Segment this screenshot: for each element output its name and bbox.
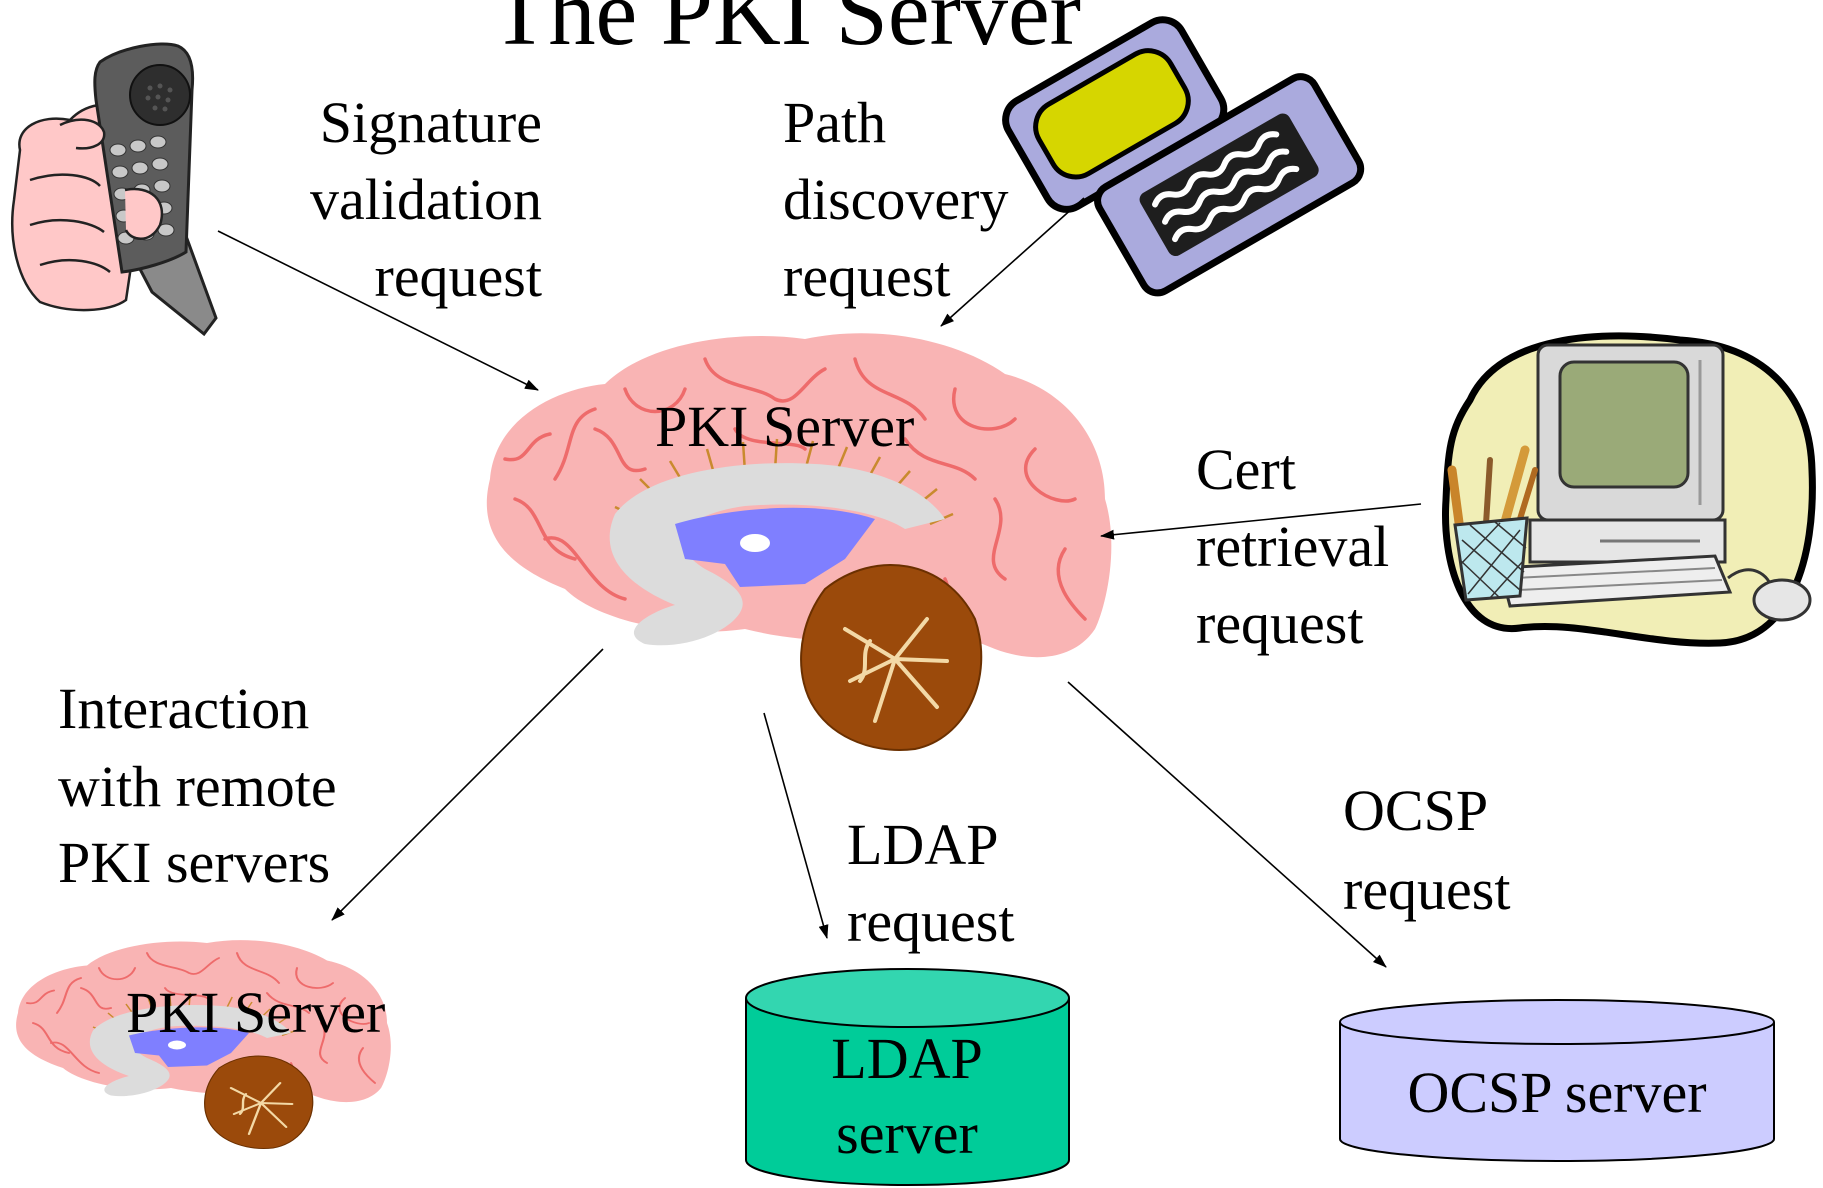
- label-line: Cert: [1196, 437, 1296, 502]
- label-line: retrieval: [1196, 514, 1389, 579]
- arrow-path-discovery: [940, 197, 1085, 327]
- remote-pki-server-label: PKI Server: [126, 980, 385, 1045]
- main-pki-server-label: PKI Server: [655, 394, 914, 459]
- label-line: request: [1196, 591, 1364, 656]
- label-line: PKI servers: [58, 830, 330, 895]
- ldap-request-label: LDAP request: [847, 812, 1015, 954]
- label-line: Path: [783, 90, 886, 155]
- arrow-ocsp-request: [1067, 681, 1387, 968]
- label-line: discovery: [783, 167, 1009, 232]
- phone-icon: [11, 42, 218, 337]
- label-line: with remote: [58, 754, 337, 819]
- ocsp-request-label: OCSP request: [1343, 778, 1511, 922]
- arrow-signature-validation: [217, 230, 539, 391]
- path-discovery-request-label: Path discovery request: [783, 90, 1009, 309]
- cert-retrieval-request-label: Cert retrieval request: [1196, 437, 1389, 656]
- desktop-computer-icon: [1442, 332, 1816, 647]
- pda-laptop-icon: [1002, 16, 1365, 297]
- ocsp-server-label: OCSP server: [1407, 1060, 1706, 1125]
- label-line: request: [1343, 857, 1511, 922]
- arrow-remote-interaction: [331, 648, 604, 921]
- ldap-server-label-line2: server: [836, 1101, 978, 1166]
- ldap-server-label-line1: LDAP: [831, 1026, 982, 1091]
- page-title: The PKI Server: [491, 0, 1081, 65]
- label-line: OCSP: [1343, 778, 1488, 843]
- label-line: LDAP: [847, 812, 998, 877]
- label-line: validation: [310, 167, 542, 232]
- arrow-ldap-request: [763, 712, 829, 939]
- ldap-server-cylinder-icon: [745, 968, 1070, 1186]
- label-line: request: [375, 244, 543, 309]
- remote-interaction-label: Interaction with remote PKI servers: [58, 676, 337, 895]
- label-line: request: [847, 889, 1015, 954]
- label-line: Signature: [320, 90, 542, 155]
- label-line: Interaction: [58, 676, 309, 741]
- ocsp-server-cylinder-icon: [1339, 999, 1775, 1162]
- signature-validation-request-label: Signature validation request: [310, 90, 542, 309]
- arrow-cert-retrieval: [1100, 503, 1422, 540]
- label-line: request: [783, 244, 951, 309]
